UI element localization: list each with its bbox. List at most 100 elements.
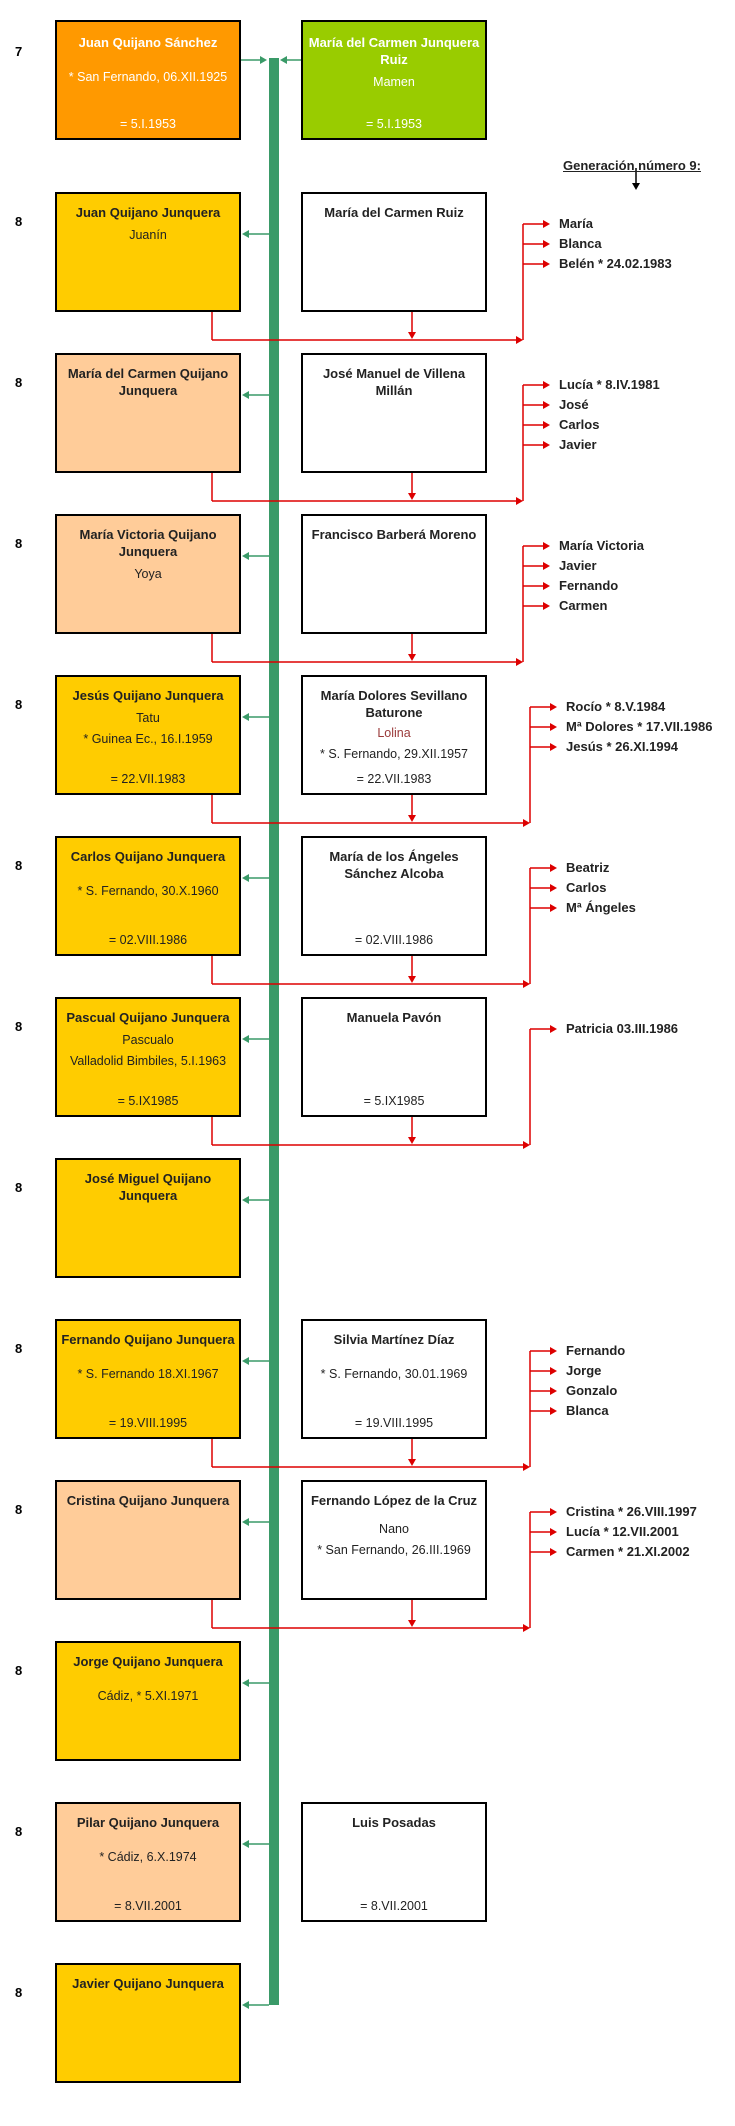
person-name: María del Carmen Quijano Junquera <box>67 366 229 398</box>
spouse-box: María de los Ángeles Sánchez Alcoba = 02.… <box>301 836 487 956</box>
arrowhead <box>543 260 550 268</box>
generation-number: 8 <box>15 214 23 229</box>
person-marriage: = 5.IX1985 <box>117 1094 179 1108</box>
arrowhead <box>408 332 416 339</box>
husband-box: Juan Quijano Sánchez * San Fernando, 06.X… <box>55 20 241 140</box>
grandchild-name: Beatriz <box>566 860 610 875</box>
person-marriage: = 22.VII.1983 <box>356 772 432 786</box>
person-name: Pilar Quijano Junquera <box>76 1815 220 1830</box>
generation-number: 8 <box>15 1502 23 1517</box>
grandchild-name: Carlos <box>559 417 600 432</box>
arrowhead <box>242 713 249 721</box>
family-trunk <box>269 58 279 2005</box>
person-marriage: = 5.I.1953 <box>120 117 176 131</box>
person-marriage: = 22.VII.1983 <box>110 772 186 786</box>
person-marriage: = 02.VIII.1986 <box>108 933 188 947</box>
grandchild-name: María <box>559 216 593 231</box>
generation-number: 8 <box>15 1985 23 2000</box>
arrowhead <box>242 2001 249 2009</box>
grandchild-name: Mª Ángeles <box>566 900 636 915</box>
generation-number: 7 <box>15 44 23 59</box>
grandchild-name: Patricia 03.III.1986 <box>566 1021 679 1036</box>
grandchild-name: María Victoria <box>559 538 645 553</box>
arrowhead <box>543 220 550 228</box>
arrowhead <box>408 1137 416 1144</box>
grandchild-name: Lucía * 12.VII.2001 <box>566 1524 679 1539</box>
arrowhead <box>242 1518 249 1526</box>
person-marriage: = 8.VII.2001 <box>114 1899 182 1913</box>
generation-number: 8 <box>15 1341 23 1356</box>
arrowhead <box>242 1196 249 1204</box>
person-name: María del Carmen Junquera Ruiz <box>308 35 480 67</box>
arrowhead <box>550 1025 557 1033</box>
generation-number: 8 <box>15 1180 23 1195</box>
person-name: Javier Quijano Junquera <box>72 1976 224 1991</box>
person-nickname: Nano <box>379 1522 409 1536</box>
grandchild-name: Rocío * 8.V.1984 <box>566 699 666 714</box>
person-nickname: Yoya <box>134 567 162 581</box>
person-name: María de los Ángeles Sánchez Alcoba <box>329 849 459 881</box>
grandchild-name: José <box>559 397 589 412</box>
person-name: Cristina Quijano Junquera <box>66 1493 230 1508</box>
arrowhead <box>408 976 416 983</box>
person-nickname: Mamen <box>373 75 415 89</box>
arrowhead <box>408 815 416 822</box>
heading-arrow-head <box>632 183 640 190</box>
generation-number: 8 <box>15 858 23 873</box>
person-name: Juan Quijano Sánchez <box>78 35 218 50</box>
person-birth: * S. Fernando, 29.XII.1957 <box>319 747 469 761</box>
arrowhead <box>408 1620 416 1627</box>
arrowhead <box>523 819 530 827</box>
person-marriage: = 02.VIII.1986 <box>354 933 434 947</box>
arrowhead <box>242 1035 249 1043</box>
arrowhead <box>260 56 267 64</box>
person-birth: * San Fernando, 06.XII.1925 <box>68 70 228 84</box>
arrowhead <box>523 980 530 988</box>
arrowhead <box>242 1357 249 1365</box>
arrowhead <box>550 1347 557 1355</box>
arrowhead <box>543 562 550 570</box>
arrowhead <box>516 497 523 505</box>
person-birth: * S. Fernando, 30.X.1960 <box>77 884 219 898</box>
arrowhead <box>523 1463 530 1471</box>
arrowhead <box>543 582 550 590</box>
person-birth: * S. Fernando 18.XI.1967 <box>77 1367 219 1381</box>
grandchild-name: Cristina * 26.VIII.1997 <box>566 1504 697 1519</box>
grandchild-name: Jesús * 26.XI.1994 <box>566 739 679 754</box>
child-box: Carlos Quijano Junquera* S. Fernando, 30… <box>55 836 241 956</box>
grandchild-name: Belén * 24.02.1983 <box>559 256 672 271</box>
person-name: Silvia Martínez Díaz <box>333 1332 455 1347</box>
person-birth: * San Fernando, 26.III.1969 <box>317 1543 471 1557</box>
person-name: Jesús Quijano Junquera <box>72 688 224 703</box>
arrowhead <box>516 658 523 666</box>
arrowhead <box>550 864 557 872</box>
arrowhead <box>543 240 550 248</box>
arrowhead <box>550 703 557 711</box>
person-nickname: Lolina <box>377 726 411 740</box>
person-name: Jorge Quijano Junquera <box>73 1654 223 1669</box>
arrowhead <box>242 391 249 399</box>
arrowhead <box>550 1367 557 1375</box>
arrowhead <box>543 602 550 610</box>
arrowhead <box>543 441 550 449</box>
person-name: Fernando López de la Cruz <box>310 1493 478 1508</box>
spouse-box: Manuela Pavón= 5.IX1985 <box>301 997 487 1117</box>
arrowhead <box>242 1840 249 1848</box>
arrowhead <box>408 654 416 661</box>
generation-number: 8 <box>15 1663 23 1678</box>
person-nickname: Pascualo <box>122 1033 174 1047</box>
arrowhead <box>550 1407 557 1415</box>
arrowhead <box>543 421 550 429</box>
child-box: Pilar Quijano Junquera* Cádiz, 6.X.1974=… <box>55 1802 241 1922</box>
child-box: Javier Quijano Junquera <box>55 1963 241 2083</box>
arrowhead <box>408 493 416 500</box>
person-name: Pascual Quijano Junquera <box>66 1010 230 1025</box>
arrowhead <box>550 1387 557 1395</box>
